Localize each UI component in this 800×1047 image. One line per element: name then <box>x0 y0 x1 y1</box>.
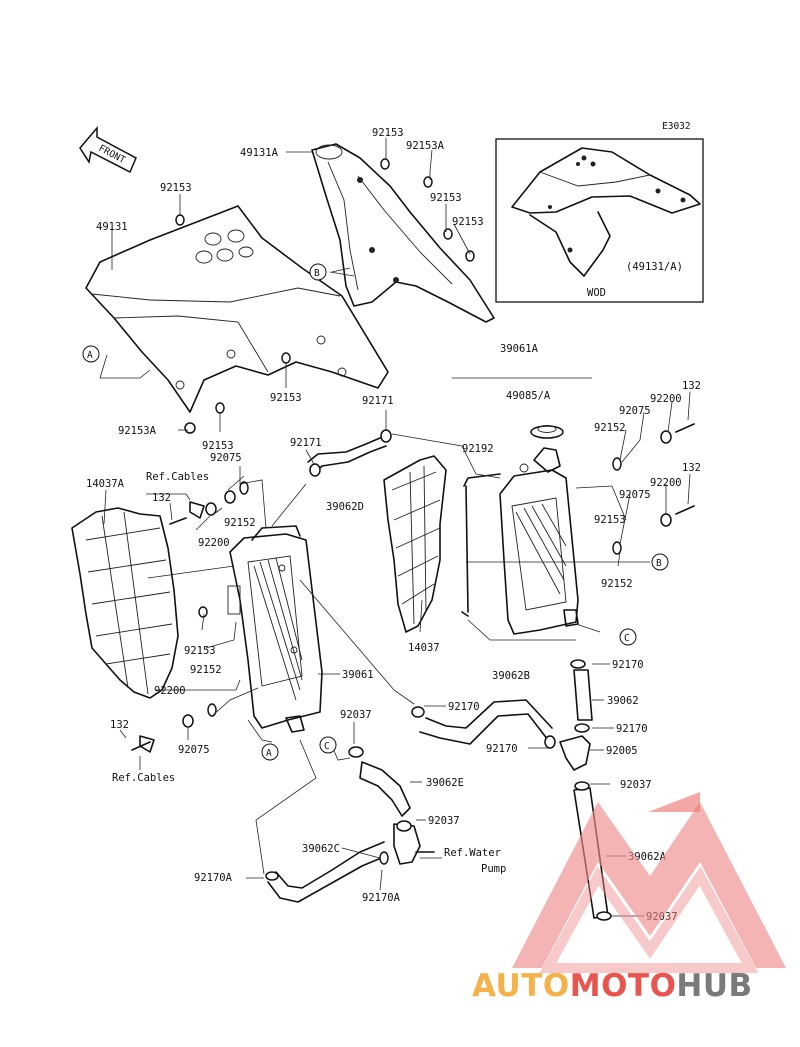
label-132: 132 <box>152 492 171 504</box>
label-49085A: 49085/A <box>506 390 551 402</box>
label-92170: 92170 <box>612 659 644 671</box>
label-132: 132 <box>682 380 701 392</box>
left-shroud <box>85 205 389 413</box>
ref-cables-top: Ref.Cables <box>146 471 209 483</box>
front-arrow-icon: FRONT <box>79 125 137 174</box>
inset-ref: (49131/A) <box>626 261 683 273</box>
label-92037: 92037 <box>340 709 372 721</box>
inset-variant: WOD <box>587 287 606 299</box>
watermark-logo <box>512 792 786 973</box>
label-49131: 49131 <box>96 221 128 233</box>
label-14037A: 14037A <box>86 478 125 490</box>
label-92192: 92192 <box>462 443 494 455</box>
callout-a-bottom: A <box>261 743 279 761</box>
label-92075: 92075 <box>178 744 210 756</box>
label-92170A: 92170A <box>362 892 401 904</box>
ref-cables-bottom: Ref.Cables <box>112 772 175 784</box>
label-92170: 92170 <box>486 743 518 755</box>
label-92152: 92152 <box>224 517 256 529</box>
label-92152: 92152 <box>601 578 633 590</box>
label-39061: 39061 <box>342 669 374 681</box>
watermark-text: AUTOMOTOHUB <box>472 968 753 1004</box>
svg-text:B: B <box>656 558 662 569</box>
label-92037: 92037 <box>428 815 460 827</box>
label-92200: 92200 <box>650 393 682 405</box>
svg-text:C: C <box>624 633 630 644</box>
label-92153: 92153 <box>430 192 462 204</box>
label-92200: 92200 <box>154 685 186 697</box>
callouts: A B B C A C <box>82 263 669 761</box>
label-92037: 92037 <box>620 779 652 791</box>
label-92153: 92153 <box>594 514 626 526</box>
label-92153: 92153 <box>372 127 404 139</box>
leader-lines <box>99 138 691 917</box>
label-92075: 92075 <box>619 405 651 417</box>
label-92153: 92153 <box>184 645 216 657</box>
label-132: 132 <box>110 719 129 731</box>
label-92005: 92005 <box>606 745 638 757</box>
label-92170: 92170 <box>448 701 480 713</box>
label-92152: 92152 <box>190 664 222 676</box>
label-49131A: 49131A <box>240 147 279 159</box>
right-radiator <box>499 425 579 635</box>
label-39062B: 39062B <box>492 670 530 682</box>
label-39062C: 39062C <box>302 843 340 855</box>
label-92200: 92200 <box>650 477 682 489</box>
left-grille <box>71 507 179 699</box>
label-92153: 92153 <box>202 440 234 452</box>
svg-text:B: B <box>314 268 320 279</box>
right-grille <box>383 455 447 633</box>
svg-text:A: A <box>266 748 272 759</box>
label-39061A: 39061A <box>500 343 539 355</box>
label-92171: 92171 <box>290 437 322 449</box>
callout-b-right: B <box>651 553 669 571</box>
label-92075: 92075 <box>210 452 242 464</box>
label-92153A: 92153A <box>118 425 157 437</box>
callout-a-top: A <box>82 345 100 363</box>
label-132: 132 <box>682 462 701 474</box>
upper-shroud <box>311 143 495 323</box>
label-92153: 92153 <box>452 216 484 228</box>
label-92171: 92171 <box>362 395 394 407</box>
label-92075: 92075 <box>619 489 651 501</box>
callout-c-bottom: C <box>319 736 337 754</box>
label-39062: 39062 <box>607 695 639 707</box>
label-92152: 92152 <box>594 422 626 434</box>
left-radiator <box>227 525 323 733</box>
diagram-code: E3032 <box>662 121 691 132</box>
part-labels: 49131A 92153 92153A 92153 92153 92153 49… <box>86 127 701 923</box>
svg-text:A: A <box>87 350 93 361</box>
svg-text:C: C <box>324 741 330 752</box>
label-92153: 92153 <box>270 392 302 404</box>
label-92200: 92200 <box>198 537 230 549</box>
label-92153: 92153 <box>160 182 192 194</box>
label-39062E: 39062E <box>426 777 464 789</box>
callout-c-right: C <box>619 628 637 646</box>
inset-box: (49131/A) WOD <box>495 138 704 303</box>
label-14037: 14037 <box>408 642 440 654</box>
label-92170A: 92170A <box>194 872 233 884</box>
label-92170: 92170 <box>616 723 648 735</box>
ref-water-pump-line2: Pump <box>481 863 506 875</box>
callout-b-top: B <box>309 263 327 281</box>
ref-water-pump-line1: Ref.Water <box>444 847 501 859</box>
label-39062D: 39062D <box>326 501 364 513</box>
label-92153A: 92153A <box>406 140 445 152</box>
